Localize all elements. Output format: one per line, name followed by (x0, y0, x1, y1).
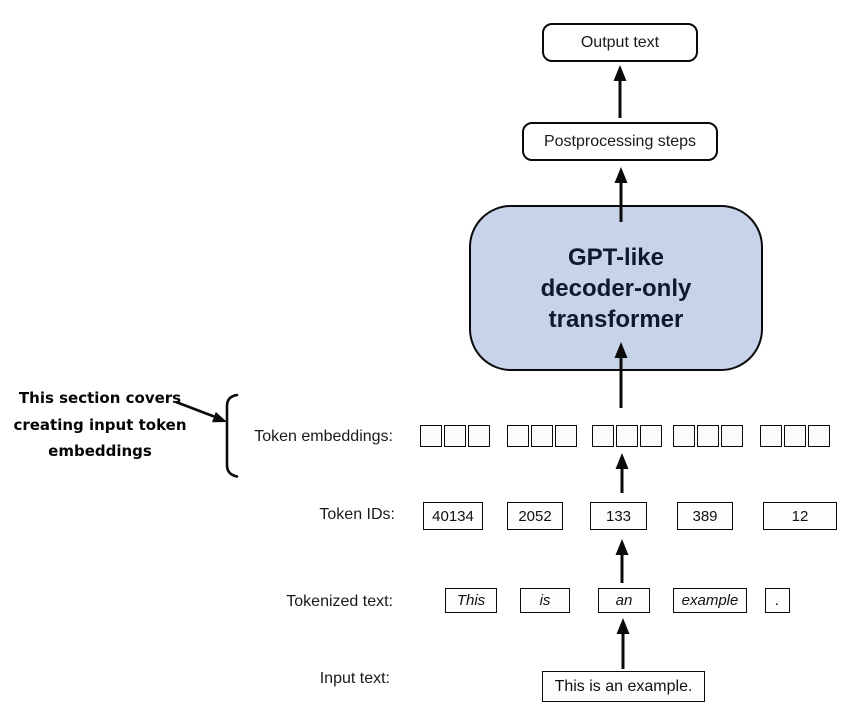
embedding-cell (673, 425, 695, 447)
transformer-line: transformer (548, 305, 684, 333)
token-embeddings-label: Token embeddings: (254, 428, 393, 445)
embedding-group (420, 425, 490, 447)
embedding-cell (420, 425, 442, 447)
input-text-box: This is an example. (542, 671, 705, 702)
embedding-cell (697, 425, 719, 447)
embedding-cell (468, 425, 490, 447)
transformer-line: GPT-like (567, 243, 665, 271)
token-id-box: 389 (677, 502, 733, 530)
token-id-box: 2052 (507, 502, 563, 530)
annotation-line: This section covers (18, 389, 182, 407)
annotation-text: This section covers creating input token… (8, 385, 192, 465)
arrow-tokens-to-ids-icon (615, 539, 629, 583)
embedding-cell (760, 425, 782, 447)
annotation-line: creating input token (13, 415, 187, 434)
token-box: This (445, 588, 497, 613)
input-text-label: Input text: (319, 670, 390, 687)
arrow-postprocessing-to-output-icon (613, 65, 627, 118)
embedding-cell (784, 425, 806, 447)
embedding-cell (616, 425, 638, 447)
token-id-box: 40134 (423, 502, 483, 530)
tokenized-text-label: Tokenized text: (286, 593, 393, 610)
annotation-line: embeddings (48, 442, 152, 460)
token-ids-label: Token IDs: (319, 506, 395, 523)
embedding-cell (808, 425, 830, 447)
arrow-ids-to-embeddings-icon (615, 453, 629, 493)
left-bracket-icon (225, 393, 239, 478)
embedding-group (760, 425, 830, 447)
embedding-group (592, 425, 662, 447)
embedding-cell (592, 425, 614, 447)
embedding-cell (531, 425, 553, 447)
embedding-group (673, 425, 743, 447)
embedding-cell (721, 425, 743, 447)
embedding-cell (507, 425, 529, 447)
token-box: an (598, 588, 650, 613)
embedding-group (507, 425, 577, 447)
transformer-box: GPT-like decoder-only transformer (469, 205, 763, 371)
token-box: . (765, 588, 790, 613)
embedding-cell (444, 425, 466, 447)
token-id-box: 133 (590, 502, 647, 530)
arrow-input-to-tokens-icon (616, 618, 630, 669)
transformer-line: decoder-only (540, 274, 692, 302)
token-box: is (520, 588, 570, 613)
embedding-cell (555, 425, 577, 447)
token-id-box: 12 (763, 502, 837, 530)
postprocessing-box: Postprocessing steps (522, 122, 718, 161)
embedding-cell (640, 425, 662, 447)
output-text-box: Output text (542, 23, 698, 62)
token-box: example (673, 588, 747, 613)
